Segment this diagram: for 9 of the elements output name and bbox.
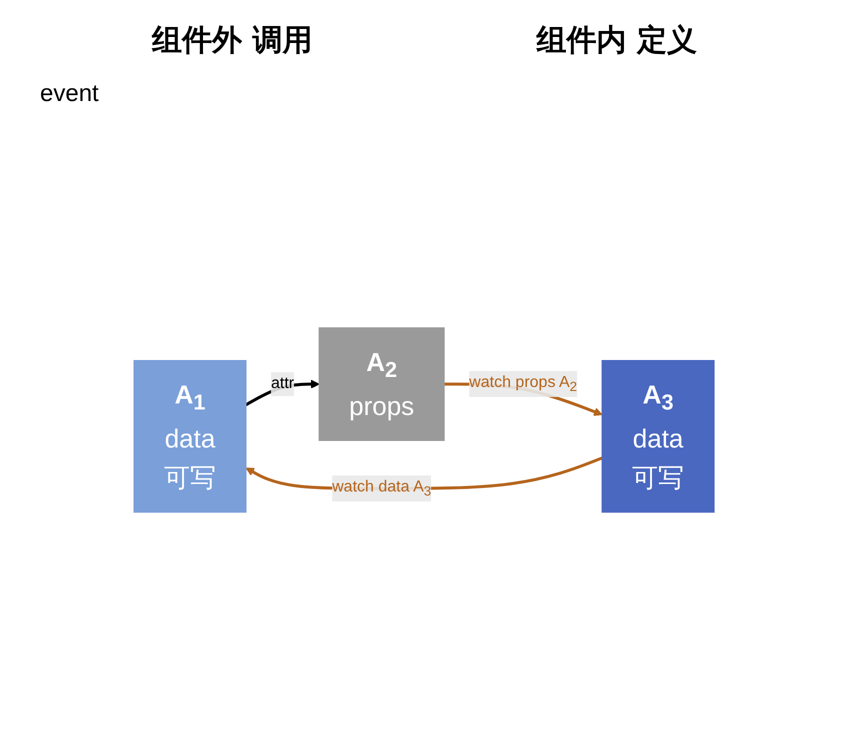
note: event: [40, 80, 99, 107]
edge-label: watch props A$_{2}$: [470, 374, 578, 394]
edge-label: watch data A$_{3}$: [332, 478, 432, 499]
node-box: A$_{3}$ data 可写: [602, 360, 716, 513]
node-box: A$_{2}$ props: [319, 327, 446, 441]
node-box: A$_{1}$ data 可写: [134, 360, 247, 513]
column-heading: 组件外 调用: [152, 22, 312, 60]
edge-label: attr: [271, 375, 295, 392]
column-heading: 组件内 定义: [536, 22, 697, 60]
